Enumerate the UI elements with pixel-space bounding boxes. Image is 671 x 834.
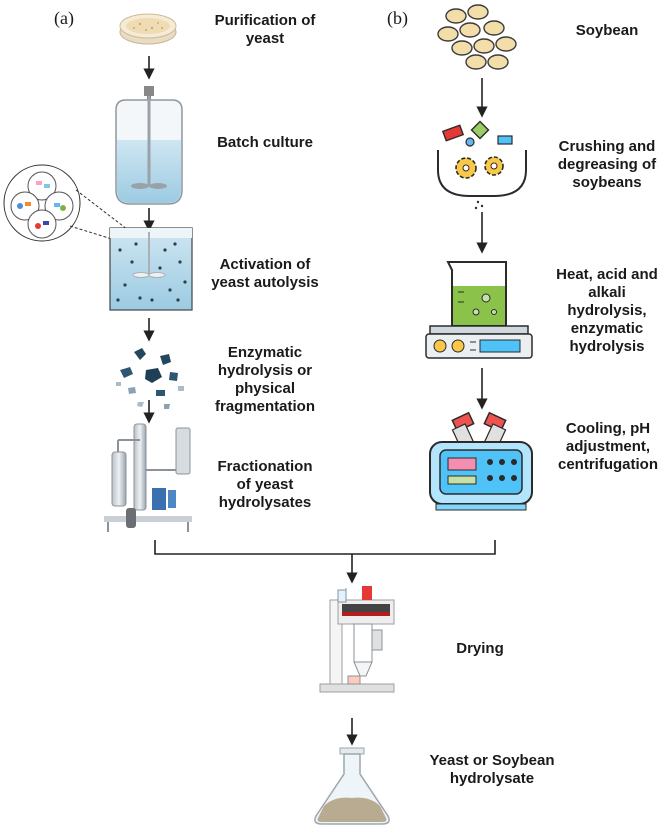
fragments-icon xyxy=(116,348,184,409)
cell-cluster-icon xyxy=(3,164,137,245)
merge-bracket xyxy=(154,540,496,746)
fractionation-equipment-icon xyxy=(104,423,192,532)
bioreactor-icon xyxy=(115,86,183,205)
petri-dish-icon xyxy=(119,13,177,45)
panel-label-a: (a) xyxy=(54,8,74,28)
crusher-icon xyxy=(437,120,527,210)
step-drying-label: Drying xyxy=(456,640,504,657)
soybeans-icon xyxy=(437,4,517,70)
flask-icon xyxy=(314,747,390,825)
autolysis-tank-icon xyxy=(109,227,193,311)
step-soybean-label: Soybean xyxy=(575,22,639,39)
step-batch-culture-label: Batch culture xyxy=(217,134,313,151)
centrifuge-icon xyxy=(429,411,533,511)
hot-plate-beaker-icon xyxy=(425,261,533,359)
panel-label-b: (b) xyxy=(387,8,408,28)
spray-dryer-icon xyxy=(319,586,395,693)
